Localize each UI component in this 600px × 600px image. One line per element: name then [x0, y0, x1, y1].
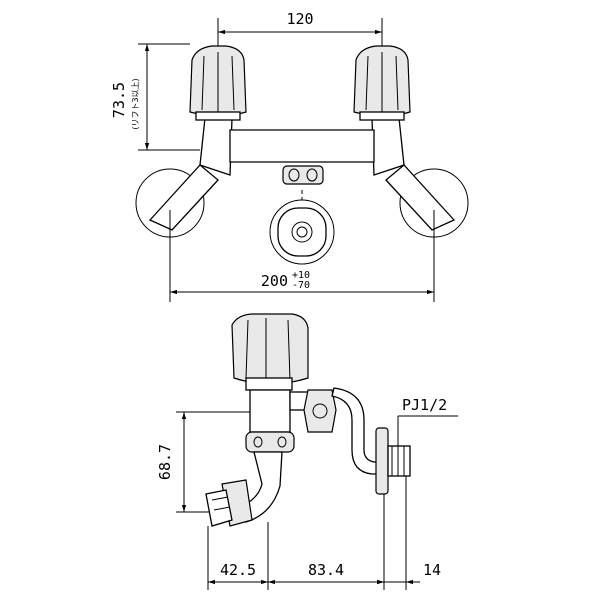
- label-handle-spacing: 120: [286, 10, 313, 28]
- side-curved-pipe: [331, 387, 381, 475]
- dimension-spout-height: 68.7: [156, 411, 250, 513]
- label-tolerance-minus: -70: [292, 280, 310, 291]
- dimension-handle-spacing: 120: [217, 10, 383, 46]
- label-thread: PJ1/2: [402, 396, 447, 414]
- label-mount-width: 200: [261, 272, 288, 290]
- side-valve-body: [249, 389, 291, 433]
- label-handle-height: 73.5: [110, 82, 128, 118]
- label-lift-note: (リフト3以上): [131, 78, 140, 129]
- side-handle: [231, 313, 309, 391]
- side-union-nut: [289, 389, 337, 433]
- front-view: 120 73.5 (リフト3以上) 200 +10 -70: [110, 10, 469, 302]
- right-elbow-pipe: [371, 117, 456, 231]
- dimension-handle-height: 73.5 (リフト3以上): [110, 43, 200, 151]
- side-view: 68.7 PJ1/2 42.5 83.4 14: [156, 313, 458, 590]
- label-tolerance-plus: +10: [292, 270, 310, 281]
- label-spout-reach: 42.5: [220, 561, 256, 579]
- dimension-bottom-chain: 42.5 83.4 14: [207, 476, 441, 590]
- valve-crossbar: [229, 129, 375, 163]
- label-body-depth: 83.4: [308, 561, 344, 579]
- left-handle: [189, 45, 247, 121]
- dimension-mount-width: 200 +10 -70: [169, 210, 435, 302]
- left-elbow-pipe: [148, 117, 233, 231]
- center-outlet-nut: [269, 165, 335, 265]
- side-spout: [205, 431, 295, 527]
- right-handle: [353, 45, 411, 121]
- side-wall-fitting: [375, 427, 411, 495]
- label-fitting-length: 14: [423, 561, 441, 579]
- label-spout-height: 68.7: [156, 444, 174, 480]
- thread-callout: PJ1/2: [397, 396, 458, 446]
